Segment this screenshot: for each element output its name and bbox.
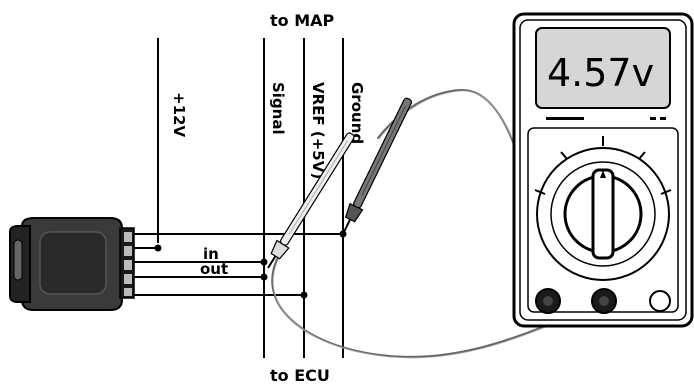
- junction-dots: [154, 230, 347, 299]
- probe-ground: [343, 97, 413, 233]
- label-vref: VREF (+5V): [309, 82, 327, 179]
- label-signal: Signal: [269, 82, 287, 135]
- multimeter: 4.57v: [512, 12, 694, 328]
- junction-vref: [300, 291, 308, 299]
- junction-ground: [339, 230, 347, 238]
- junction-plus12v: [154, 244, 162, 252]
- label-out: out: [200, 260, 228, 278]
- junction-out: [260, 273, 268, 281]
- rotary-dial[interactable]: [536, 147, 670, 281]
- multimeter-display: [535, 27, 671, 109]
- meter-jacks: [535, 288, 671, 314]
- label-in: in: [203, 245, 219, 263]
- probe-signal: [267, 132, 355, 269]
- horizontal-wires: [134, 233, 343, 296]
- dial-tick-marks: [534, 136, 672, 195]
- label-to-map: to MAP: [270, 11, 335, 30]
- multimeter-reading: 4.57v: [547, 51, 654, 95]
- jack-a[interactable]: [649, 290, 671, 312]
- label-ground: Ground: [348, 82, 366, 144]
- label-plus12v: +12V: [170, 92, 188, 137]
- label-to-ecu: to ECU: [270, 366, 330, 385]
- vertical-wires: [157, 38, 344, 358]
- junction-in: [260, 258, 268, 266]
- sensor-connector: [9, 217, 135, 311]
